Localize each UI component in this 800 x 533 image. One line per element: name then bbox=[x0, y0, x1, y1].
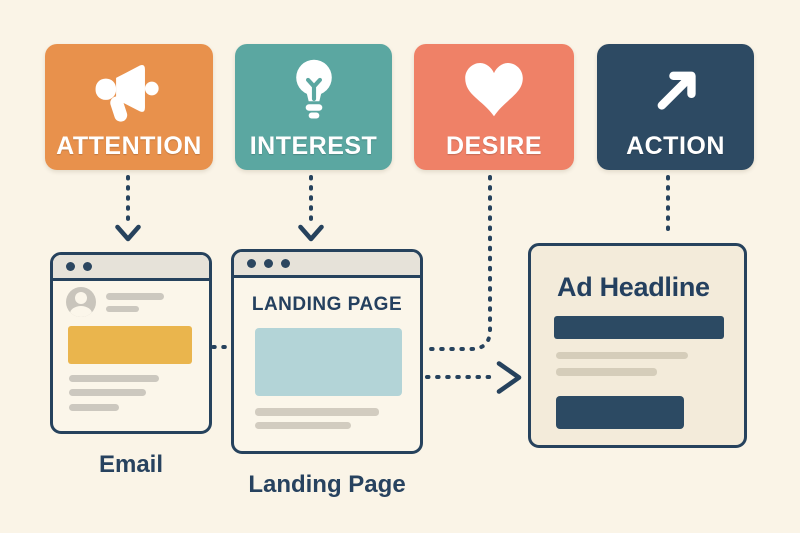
placeholder-line bbox=[255, 408, 379, 416]
landing-hero-block bbox=[255, 328, 402, 396]
titlebar-dot bbox=[247, 259, 256, 268]
titlebar-dot bbox=[66, 262, 75, 271]
titlebar-dot bbox=[281, 259, 290, 268]
funnel-card-label: ACTION bbox=[626, 132, 725, 160]
placeholder-line bbox=[556, 352, 688, 359]
placeholder-line bbox=[556, 368, 657, 376]
landing-window-titlebar bbox=[234, 252, 420, 278]
email-caption: Email bbox=[98, 451, 164, 478]
funnel-card-attention: ATTENTION bbox=[45, 44, 213, 170]
email-window bbox=[50, 252, 212, 434]
placeholder-line bbox=[69, 375, 159, 382]
arrowhead-down-landing bbox=[298, 224, 324, 242]
placeholder-line bbox=[69, 389, 146, 396]
landing-page-window: LANDING PAGE bbox=[231, 249, 423, 454]
email-highlight-block bbox=[68, 326, 192, 364]
funnel-card-desire: DESIRE bbox=[414, 44, 574, 170]
landing-page-heading: LANDING PAGE bbox=[251, 294, 403, 315]
landing-page-caption: Landing Page bbox=[248, 471, 406, 498]
megaphone-icon bbox=[45, 54, 213, 126]
funnel-card-label: ATTENTION bbox=[56, 132, 202, 160]
arrow-up-right-icon bbox=[597, 54, 754, 126]
ad-headline-text: Ad Headline bbox=[557, 272, 710, 302]
funnel-card-action: ACTION bbox=[597, 44, 754, 170]
titlebar-dot bbox=[83, 262, 92, 271]
placeholder-line bbox=[255, 422, 351, 429]
avatar bbox=[66, 287, 96, 317]
funnel-card-label: INTEREST bbox=[249, 132, 378, 160]
placeholder-line bbox=[106, 306, 139, 312]
heart-icon bbox=[414, 54, 574, 126]
arrowhead-right-ad bbox=[496, 361, 522, 394]
placeholder-line bbox=[69, 404, 119, 411]
funnel-card-label: DESIRE bbox=[445, 132, 543, 160]
placeholder-line bbox=[106, 293, 164, 300]
titlebar-dot bbox=[264, 259, 273, 268]
funnel-card-interest: INTEREST bbox=[235, 44, 392, 170]
ad-card: Ad Headline bbox=[528, 243, 747, 448]
lightbulb-icon bbox=[235, 54, 392, 126]
ad-banner-bar bbox=[554, 316, 724, 339]
email-window-titlebar bbox=[53, 255, 209, 281]
arrowhead-down-email bbox=[115, 224, 141, 242]
connector-desire-landing bbox=[425, 175, 492, 351]
ad-cta-button bbox=[556, 396, 684, 429]
